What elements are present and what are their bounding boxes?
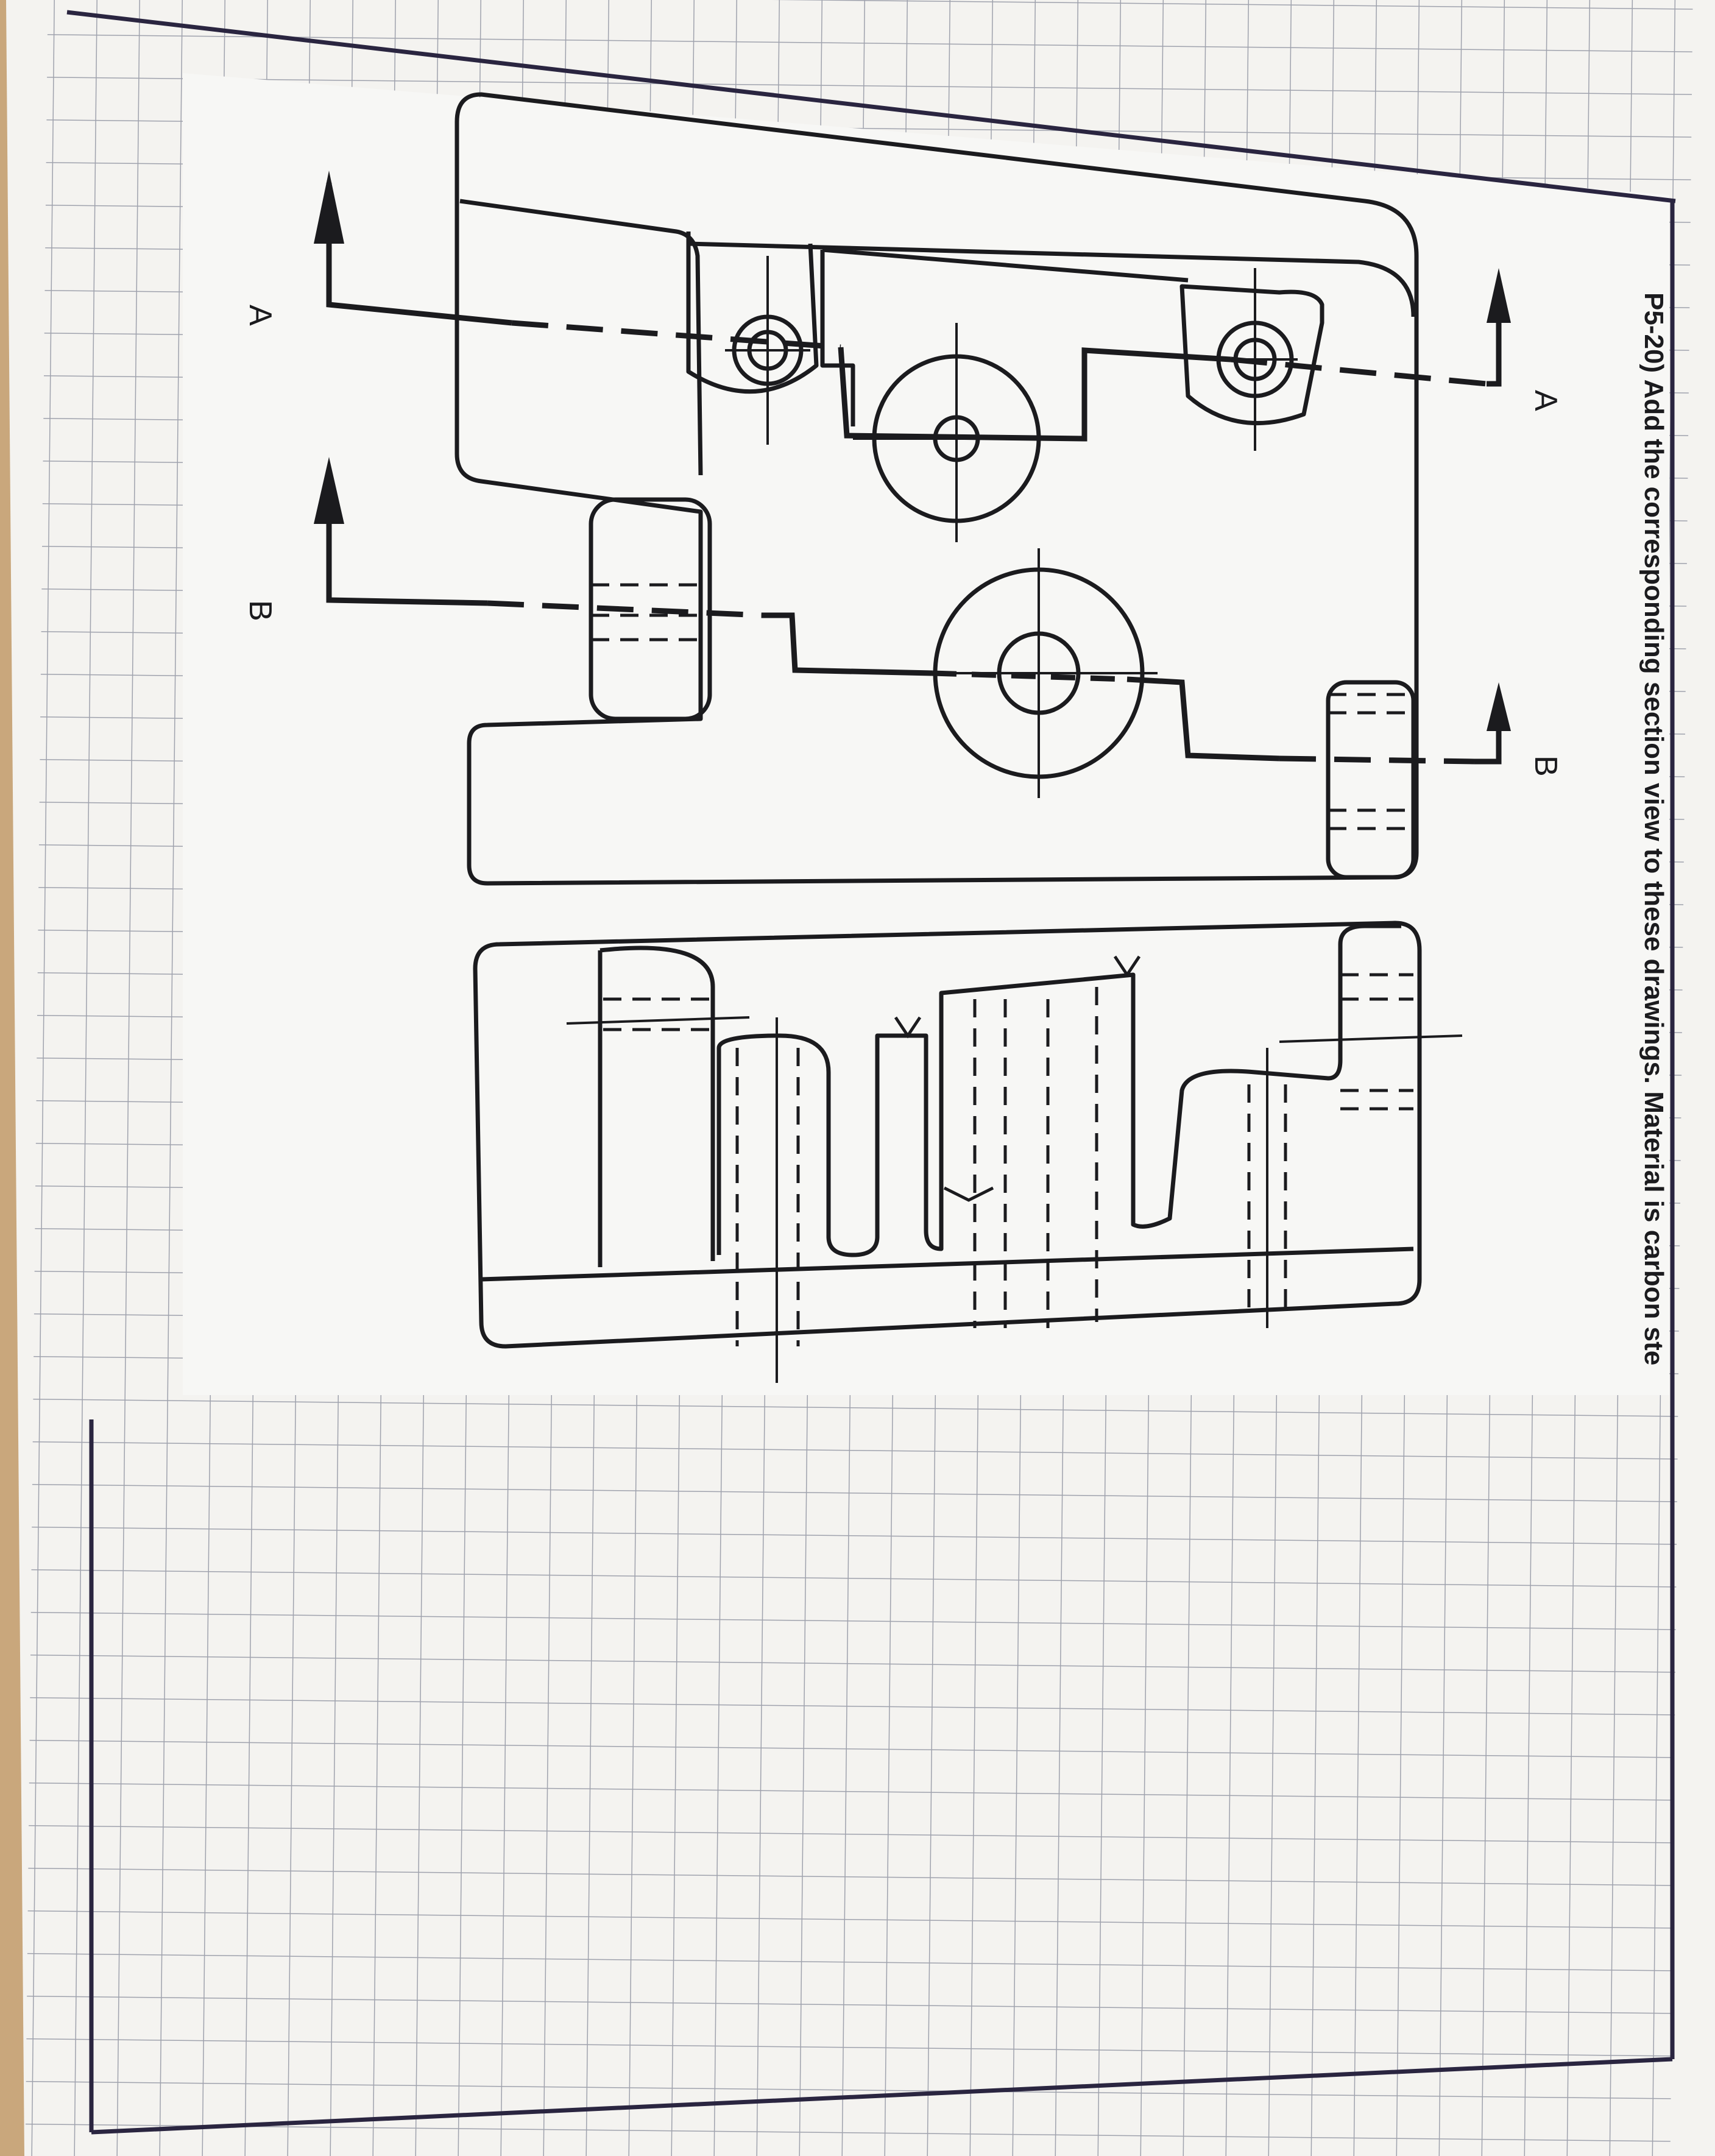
right-slot bbox=[1326, 680, 1416, 880]
top-view-outline bbox=[454, 92, 1419, 886]
section-label-b-left: B bbox=[242, 600, 278, 621]
right-boss bbox=[1179, 284, 1324, 425]
problem-instruction: P5-20) Add the corresponding section vie… bbox=[1639, 292, 1669, 1365]
left-slot bbox=[589, 497, 712, 721]
arrow-b-left bbox=[314, 457, 344, 524]
section-label-a-right: A bbox=[1528, 390, 1563, 411]
front-view-outline bbox=[473, 921, 1422, 1349]
drawing-area bbox=[183, 73, 1669, 1395]
cutting-plane-arrows bbox=[314, 171, 1511, 731]
left-boss bbox=[686, 232, 819, 394]
section-label-group: A B A B bbox=[242, 305, 1563, 777]
front-view-ribs bbox=[598, 924, 1401, 1267]
top-view-inner-step bbox=[459, 199, 703, 476]
arrow-a-left bbox=[314, 171, 344, 244]
arrow-b-right bbox=[1487, 682, 1511, 731]
sheet-border bbox=[66, 10, 1676, 2135]
arrow-a-right bbox=[1487, 268, 1511, 323]
front-view-hidden-lines bbox=[603, 973, 1413, 1346]
section-label-b-right: B bbox=[1528, 755, 1563, 777]
top-view-hidden-lines bbox=[591, 583, 1413, 830]
section-label-a-left: A bbox=[242, 305, 278, 326]
center-pocket bbox=[820, 250, 855, 426]
front-view-base-line bbox=[481, 1246, 1414, 1282]
front-view-centerlines bbox=[566, 1016, 1463, 1383]
front-view bbox=[473, 921, 1422, 1349]
drill-point-marks bbox=[894, 955, 1141, 1202]
top-view bbox=[454, 92, 1419, 886]
